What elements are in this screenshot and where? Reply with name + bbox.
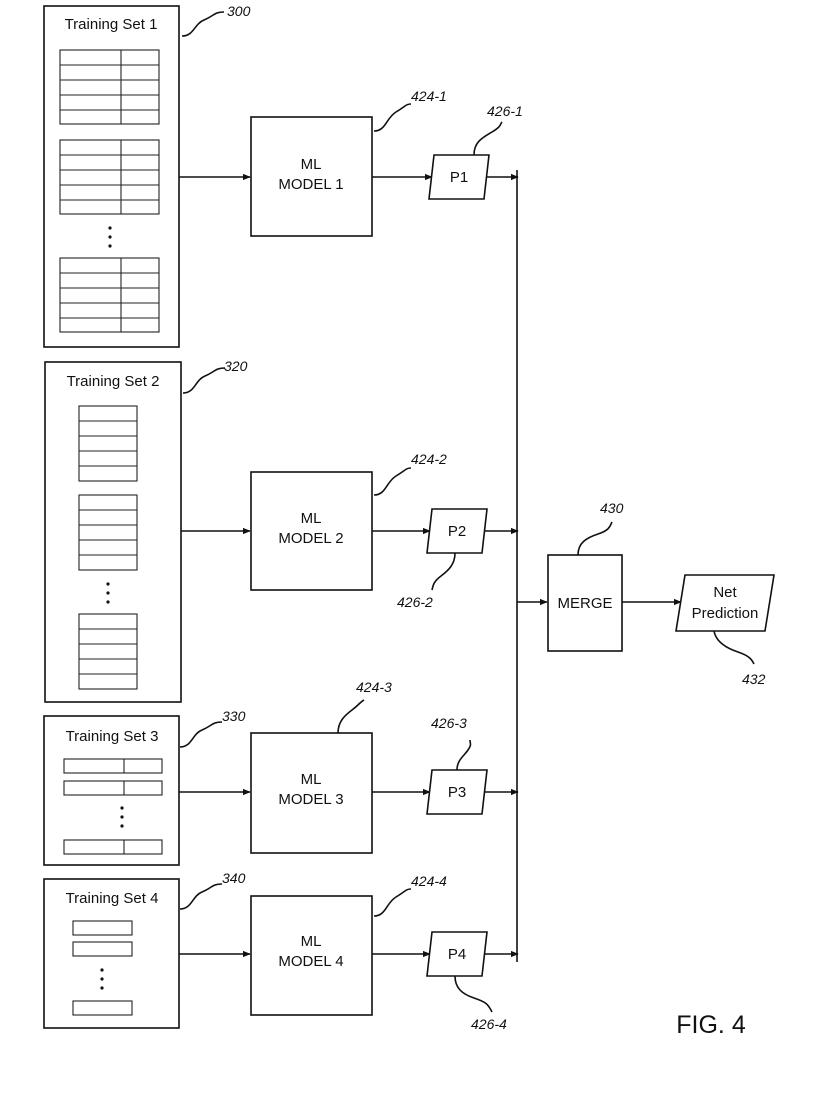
net-prediction-leader [714, 631, 754, 664]
net-prediction-block: Net Prediction 432 [622, 575, 774, 687]
ml-model-4-line1: ML [301, 933, 322, 950]
merge-ref: 430 [600, 500, 624, 516]
training-set-2-leader [183, 368, 225, 393]
ml-model-2-line1: ML [301, 510, 322, 527]
training-row [64, 781, 162, 795]
merge-label: MERGE [557, 595, 612, 612]
ml-model-2: ML MODEL 2 424-2 [181, 451, 447, 590]
figure-label: FIG. 4 [676, 1011, 746, 1039]
prediction-p2-ref: 426-2 [397, 594, 433, 610]
prediction-p1-ref: 426-1 [487, 103, 523, 119]
training-table [60, 140, 159, 214]
training-set-1: Training Set 1 300 [44, 3, 251, 347]
prediction-p4-ref: 426-4 [471, 1016, 507, 1032]
prediction-p4-label: P4 [448, 946, 466, 963]
ml-model-2-ref: 424-2 [411, 451, 447, 467]
training-table [79, 406, 137, 481]
training-set-1-ref: 300 [227, 3, 251, 19]
net-prediction-ref: 432 [742, 671, 766, 687]
net-prediction-line1: Net [713, 584, 737, 601]
ml-model-1-leader [374, 104, 411, 131]
training-table [79, 614, 137, 689]
ml-model-4-leader [374, 889, 411, 916]
training-set-1-title: Training Set 1 [65, 16, 158, 33]
ml-model-3: ML MODEL 3 424-3 [179, 679, 392, 853]
training-set-2: Training Set 2 320 [45, 358, 248, 702]
prediction-p3-label: P3 [448, 784, 466, 801]
training-set-4-leader [180, 884, 222, 909]
ml-model-3-line1: ML [301, 771, 322, 788]
ml-model-3-leader [338, 700, 364, 733]
training-row [64, 759, 162, 773]
prediction-p1-label: P1 [450, 169, 468, 186]
training-set-2-title: Training Set 2 [67, 373, 160, 390]
ml-model-3-line2: MODEL 3 [278, 791, 343, 808]
training-set-3-leader [180, 722, 222, 747]
ml-model-1: ML MODEL 1 424-1 [179, 88, 447, 236]
prediction-p1: P1 426-1 [372, 103, 523, 199]
prediction-p2: P2 426-2 [372, 509, 518, 610]
prediction-p3-leader [457, 740, 471, 770]
ml-model-4-line2: MODEL 4 [278, 953, 343, 970]
merge-leader [578, 522, 612, 555]
ml-model-4: ML MODEL 4 424-4 [179, 873, 447, 1015]
training-row [64, 840, 162, 854]
prediction-p1-leader [474, 122, 502, 155]
training-record [73, 942, 132, 956]
ml-model-4-ref: 424-4 [411, 873, 447, 889]
prediction-p4: P4 426-4 [372, 932, 518, 1032]
prediction-p4-leader [455, 976, 492, 1012]
training-record [73, 921, 132, 935]
training-table [60, 50, 159, 124]
training-set-3-ref: 330 [222, 708, 246, 724]
prediction-p2-leader [432, 553, 455, 590]
training-set-3-title: Training Set 3 [66, 728, 159, 745]
merge-block: MERGE 430 [548, 500, 624, 651]
ml-model-1-ref: 424-1 [411, 88, 447, 104]
training-record [73, 1001, 132, 1015]
ml-model-1-line1: ML [301, 156, 322, 173]
training-set-4: Training Set 4 340 [44, 870, 246, 1028]
training-set-2-ref: 320 [224, 358, 248, 374]
training-set-3: Training Set 3 330 [44, 708, 246, 865]
ml-model-2-leader [374, 468, 411, 495]
net-prediction-line2: Prediction [692, 605, 759, 622]
prediction-p3-ref: 426-3 [431, 715, 467, 731]
training-set-4-ref: 340 [222, 870, 246, 886]
prediction-p2-label: P2 [448, 523, 466, 540]
prediction-p3: P3 426-3 [372, 715, 518, 814]
ml-model-1-line2: MODEL 1 [278, 176, 343, 193]
training-set-4-title: Training Set 4 [66, 890, 159, 907]
ml-model-3-ref: 424-3 [356, 679, 392, 695]
ml-model-2-line2: MODEL 2 [278, 530, 343, 547]
training-set-1-leader [182, 12, 224, 36]
training-table [60, 258, 159, 332]
training-table [79, 495, 137, 570]
